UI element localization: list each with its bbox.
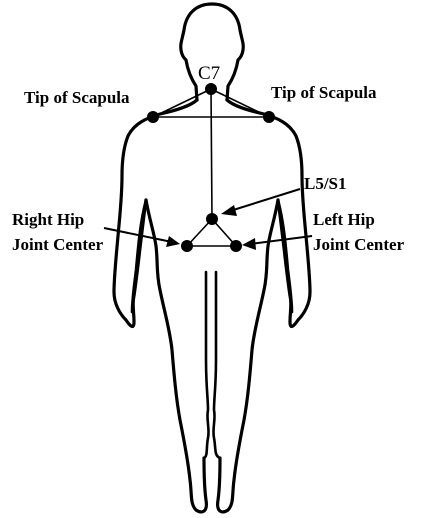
tip-of-scapula-right-label: Tip of Scapula	[271, 83, 377, 102]
left-hip-arrow-line	[250, 236, 312, 244]
right-hip-label-line2: Joint Center	[12, 235, 104, 254]
right-hip-label-line1: Right Hip	[12, 210, 84, 229]
right-hip-arrowhead	[166, 236, 180, 247]
inner-leg-left	[204, 272, 209, 458]
right-scapula-marker	[263, 111, 275, 123]
shoulder-outline-left	[114, 100, 197, 326]
l5s1-label: L5/S1	[304, 174, 347, 193]
c7-to-l5s1	[211, 89, 212, 219]
left-hip-label-line2: Joint Center	[313, 235, 405, 254]
c7-to-left-scapula	[153, 89, 211, 117]
left-hip-label-line1: Left Hip	[313, 210, 375, 229]
l5s1-marker	[206, 213, 218, 225]
l5s1-arrow-line	[230, 189, 300, 211]
c7-marker	[205, 83, 217, 95]
left-hip-arrowhead	[242, 238, 256, 250]
left-hip-marker	[230, 240, 242, 252]
left-scapula-marker	[147, 111, 159, 123]
shoulder-outline-right	[227, 100, 310, 326]
l5s1-arrowhead	[221, 205, 237, 216]
tip-of-scapula-left-label: Tip of Scapula	[24, 88, 130, 107]
right-hip-marker	[181, 240, 193, 252]
inner-leg-right	[213, 272, 220, 458]
c7-to-right-scapula	[211, 89, 269, 117]
c7-label: C7	[198, 63, 220, 84]
